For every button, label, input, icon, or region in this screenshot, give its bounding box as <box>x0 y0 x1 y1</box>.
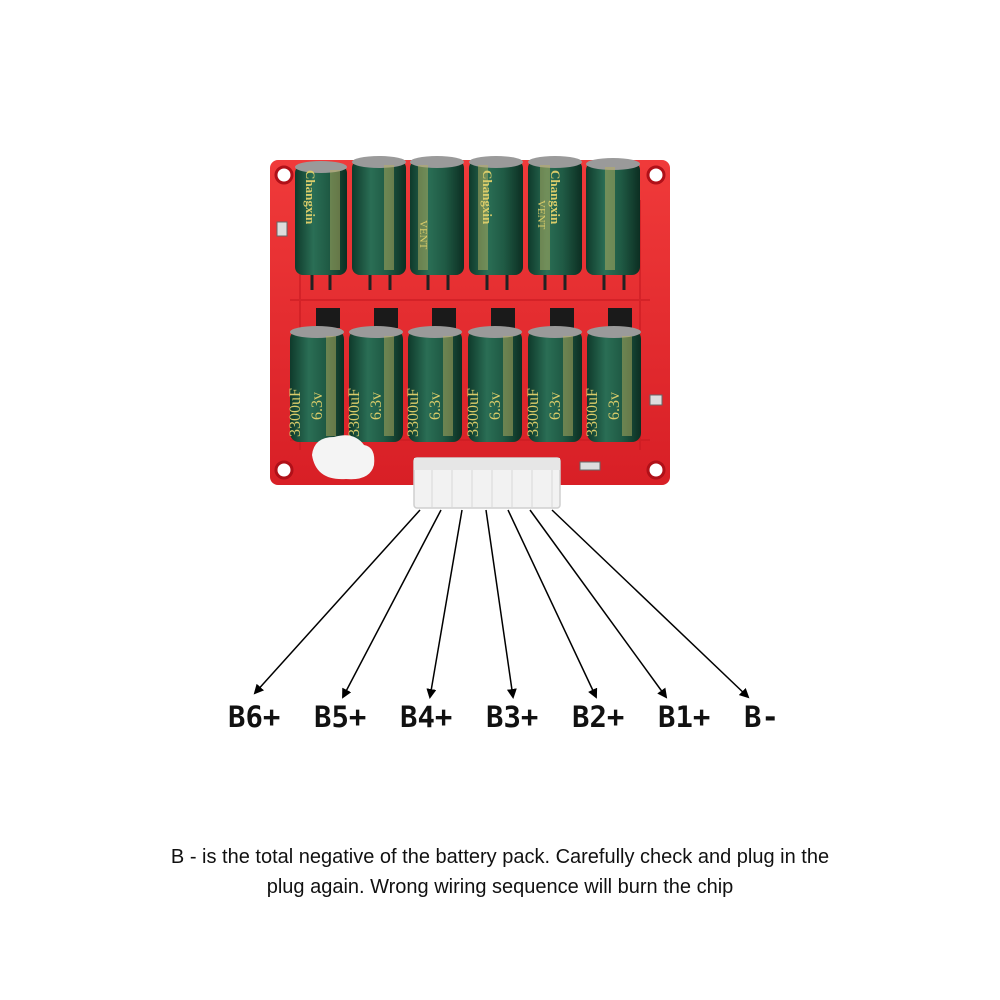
pin-label-b2: B2+ <box>572 700 625 734</box>
capacitor-rating-text: 3300uF <box>405 388 422 437</box>
arrow-b-minus <box>551 509 750 699</box>
capacitor-voltage-text: 6.3v <box>606 392 623 420</box>
capacitor <box>528 156 582 275</box>
arrow-b6 <box>253 509 421 695</box>
capacitor-voltage-text: 6.3v <box>427 392 444 420</box>
capacitor-brand-text: Changxin <box>303 170 318 225</box>
capacitor-brand-text: Changxin <box>548 170 563 225</box>
ic-chip <box>491 308 515 328</box>
capacitor <box>295 161 347 275</box>
capacitor-rating-text: 3300uF <box>465 388 482 437</box>
capacitor <box>468 326 522 442</box>
pin-label-b1: B1+ <box>658 700 711 734</box>
arrow-b3 <box>485 509 517 699</box>
pin-label-b3: B3+ <box>486 700 539 734</box>
arrow-b1 <box>529 509 668 699</box>
capacitor <box>586 158 640 275</box>
capacitor-markings: Changxin Changxin Changxin VENT VENT 330… <box>287 170 623 437</box>
capacitor-voltage-text: 6.3v <box>309 392 326 420</box>
bottom-capacitor-row <box>290 326 641 442</box>
capacitor-rating-text: 3300uF <box>525 388 542 437</box>
capacitor <box>410 156 464 275</box>
ic-chip <box>608 308 632 328</box>
capacitor-rating-text: 3300uF <box>287 388 304 437</box>
capacitor <box>469 156 523 275</box>
capacitor-vent-text: VENT <box>535 200 547 230</box>
mounting-hole <box>646 165 666 185</box>
mounting-hole <box>274 165 294 185</box>
capacitor-voltage-text: 6.3v <box>547 392 564 420</box>
pin-label-b-minus: B- <box>744 700 779 734</box>
capacitor <box>587 326 641 442</box>
capacitor-voltage-text: 6.3v <box>368 392 385 420</box>
pin-arrows <box>253 509 750 699</box>
ic-chip <box>316 308 340 328</box>
capacitor-vent-text: VENT <box>417 220 429 250</box>
capacitor <box>352 156 406 275</box>
capacitor <box>528 326 582 442</box>
capacitor-rating-text: 3300uF <box>584 388 601 437</box>
ic-chip <box>550 308 574 328</box>
arrow-b5 <box>342 509 442 699</box>
pin-label-b4: B4+ <box>400 700 453 734</box>
mounting-hole <box>274 460 294 480</box>
arrow-b2 <box>507 509 598 699</box>
capacitor-brand-text: Changxin <box>480 170 495 225</box>
connector <box>413 457 561 509</box>
capacitor <box>408 326 462 442</box>
capacitor-voltage-text: 6.3v <box>487 392 504 420</box>
pin-label-b5: B5+ <box>314 700 367 734</box>
mounting-hole <box>646 460 666 480</box>
ic-chips <box>316 308 632 328</box>
ic-chip <box>432 308 456 328</box>
wiring-note-line-1: B - is the total negative of the battery… <box>170 846 830 868</box>
ic-chip <box>374 308 398 328</box>
capacitor <box>349 326 403 442</box>
arrow-b4 <box>426 509 463 699</box>
pin-label-b6: B6+ <box>228 700 281 734</box>
white-sticker <box>312 435 375 480</box>
wiring-note-line-2: plug again. Wrong wiring sequence will b… <box>266 876 734 898</box>
capacitor-rating-text: 3300uF <box>346 388 363 437</box>
top-capacitor-row <box>295 156 640 290</box>
capacitor <box>290 326 344 442</box>
